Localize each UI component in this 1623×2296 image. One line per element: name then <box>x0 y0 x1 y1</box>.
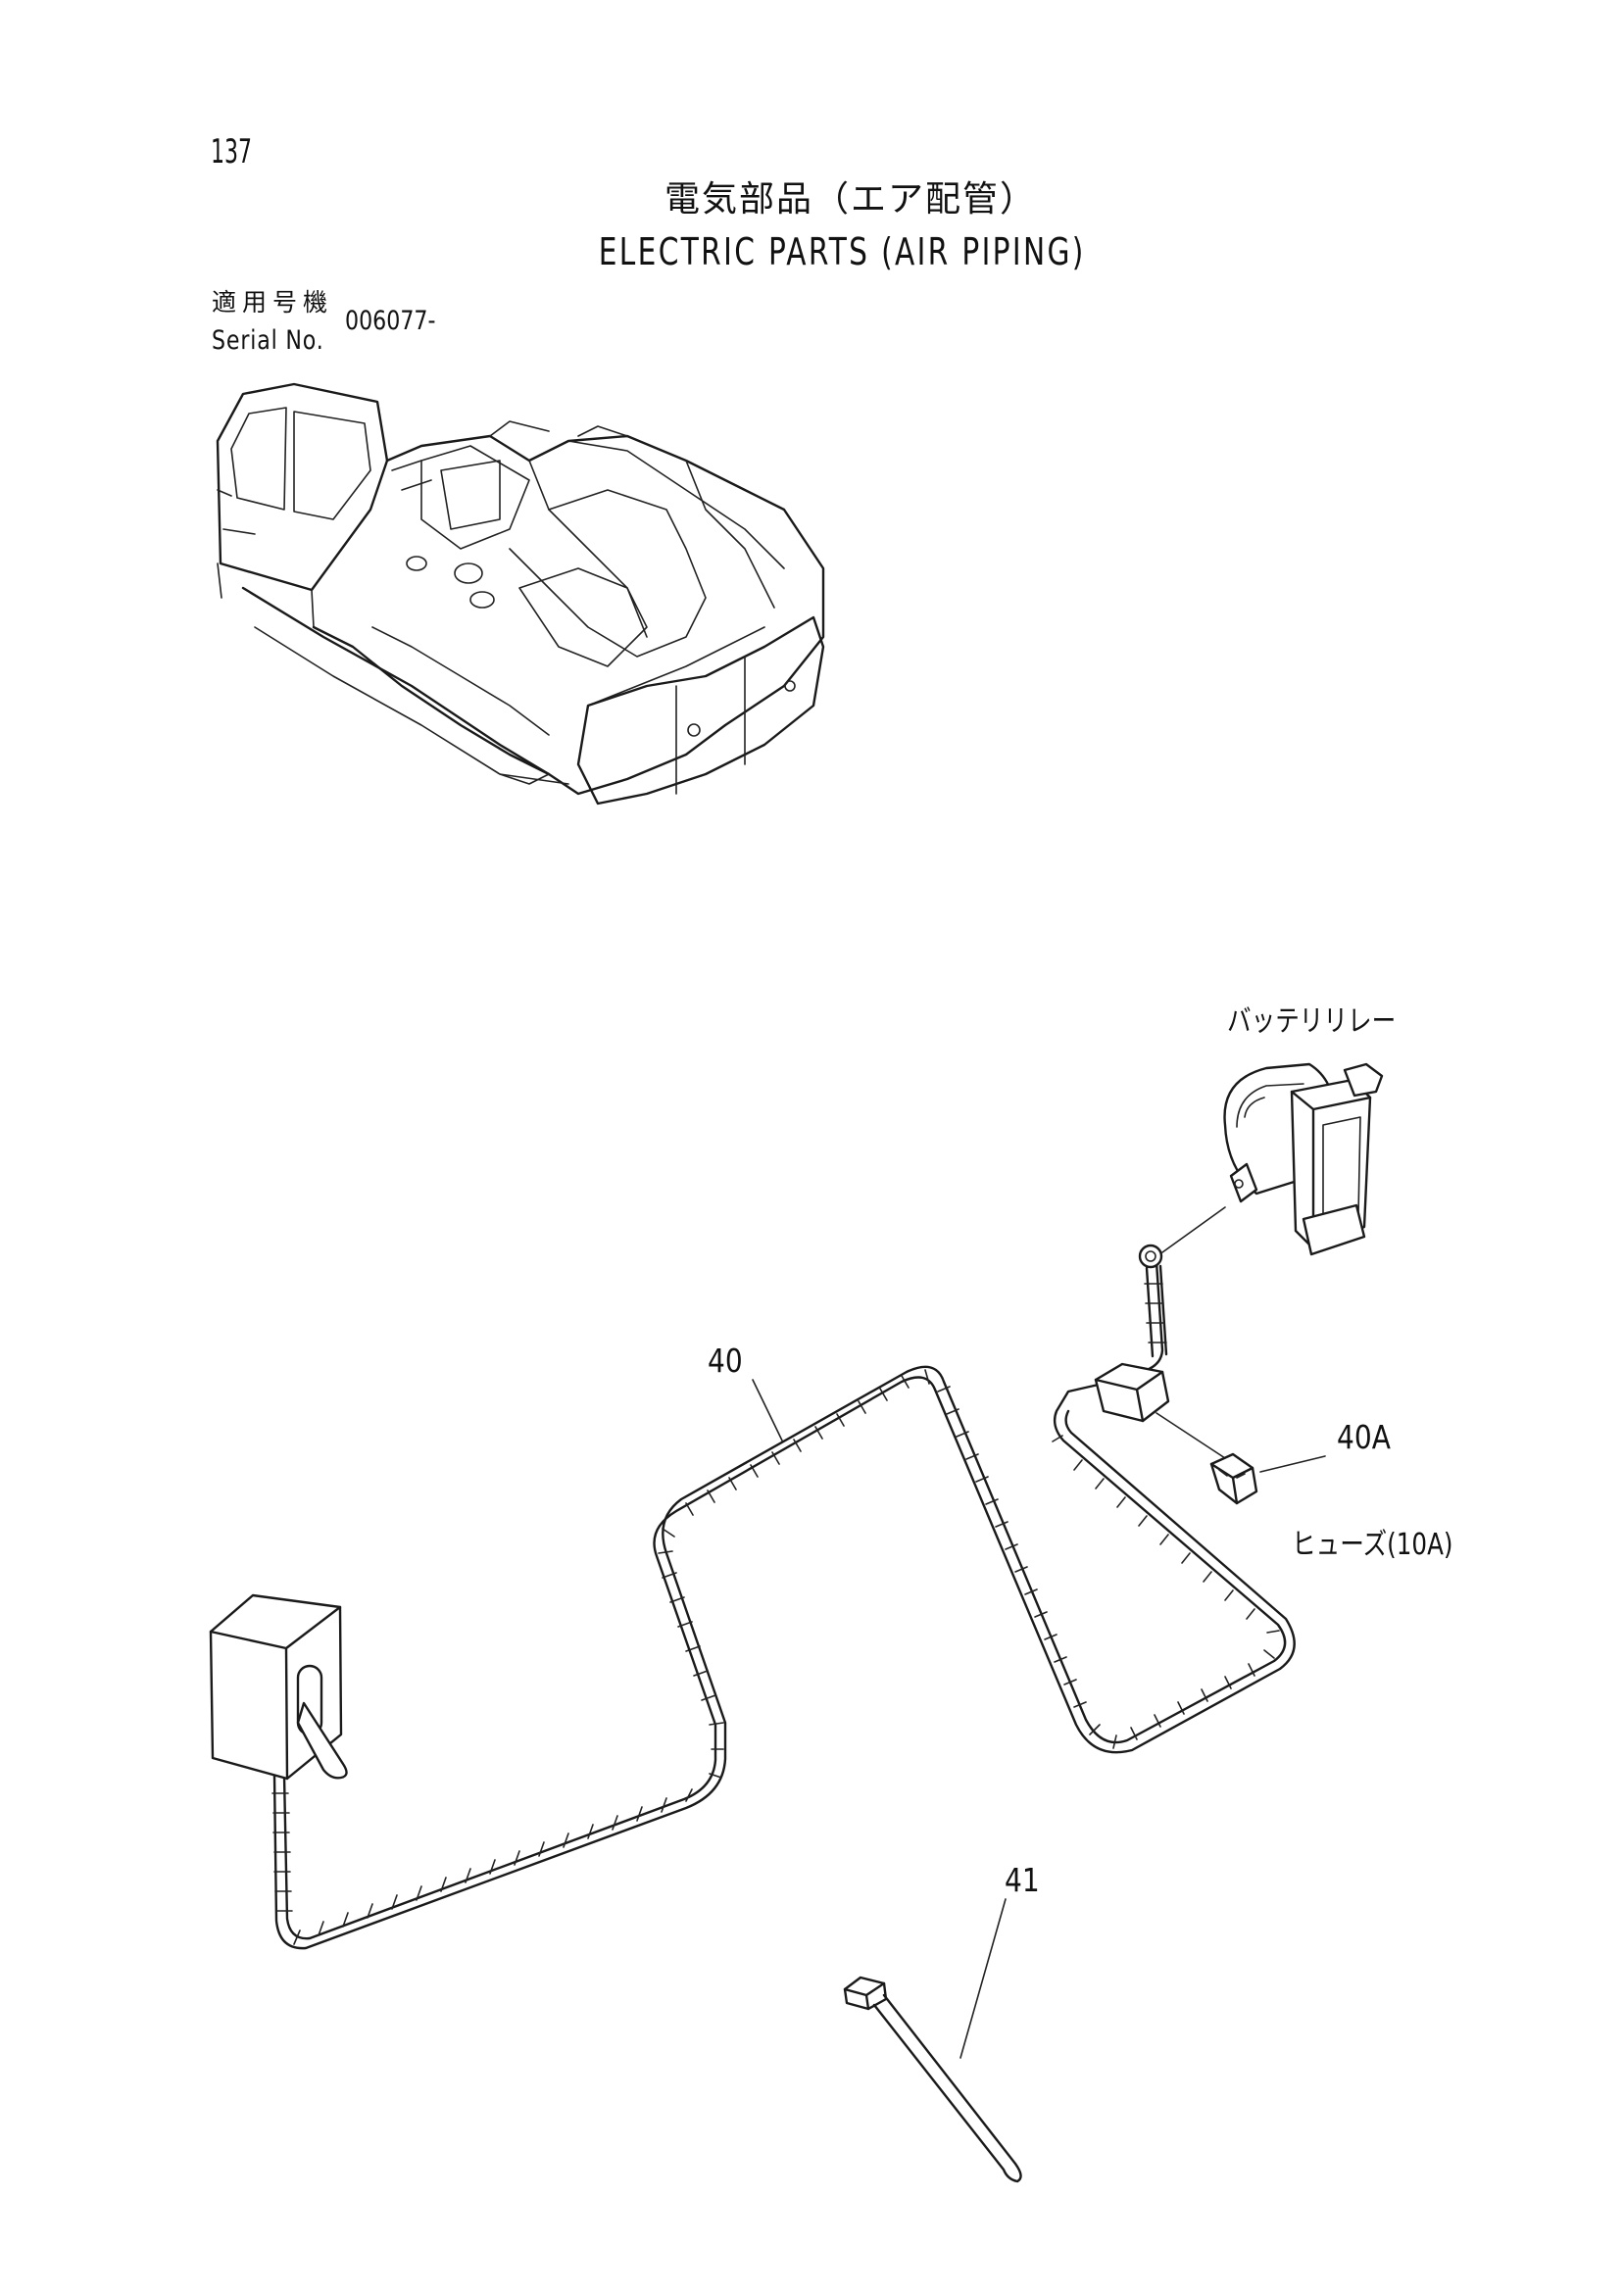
page-title-english: ELECTRIC PARTS (AIR PIPING) <box>598 230 1086 273</box>
label-fuse-10a: ヒューズ(10A) <box>1292 1528 1453 1562</box>
battery-relay <box>1223 1062 1384 1256</box>
serial-label-english: Serial No. <box>212 325 324 356</box>
switch-box <box>209 1593 348 1781</box>
serial-label-japanese: 適用号機 <box>212 288 334 317</box>
wire-harness-40 <box>271 1260 1296 1950</box>
callout-fuse-40a: 40A <box>1337 1418 1391 1456</box>
page-number: 137 <box>211 132 253 171</box>
callout-tie-41: 41 <box>1005 1861 1040 1899</box>
callout-harness-40: 40 <box>708 1342 743 1380</box>
page-title-japanese: 電気部品（エア配管） <box>664 179 1037 220</box>
leader-line-40 <box>752 1379 783 1441</box>
excavator-overview-illustration <box>216 382 825 806</box>
serial-number-value: 006077- <box>345 306 436 336</box>
relay-connector <box>1094 1206 1226 1423</box>
fuse-10a <box>1156 1412 1326 1505</box>
cable-tie-41 <box>843 1898 1022 2183</box>
label-battery-relay: バッテリリレー <box>1227 1004 1397 1039</box>
